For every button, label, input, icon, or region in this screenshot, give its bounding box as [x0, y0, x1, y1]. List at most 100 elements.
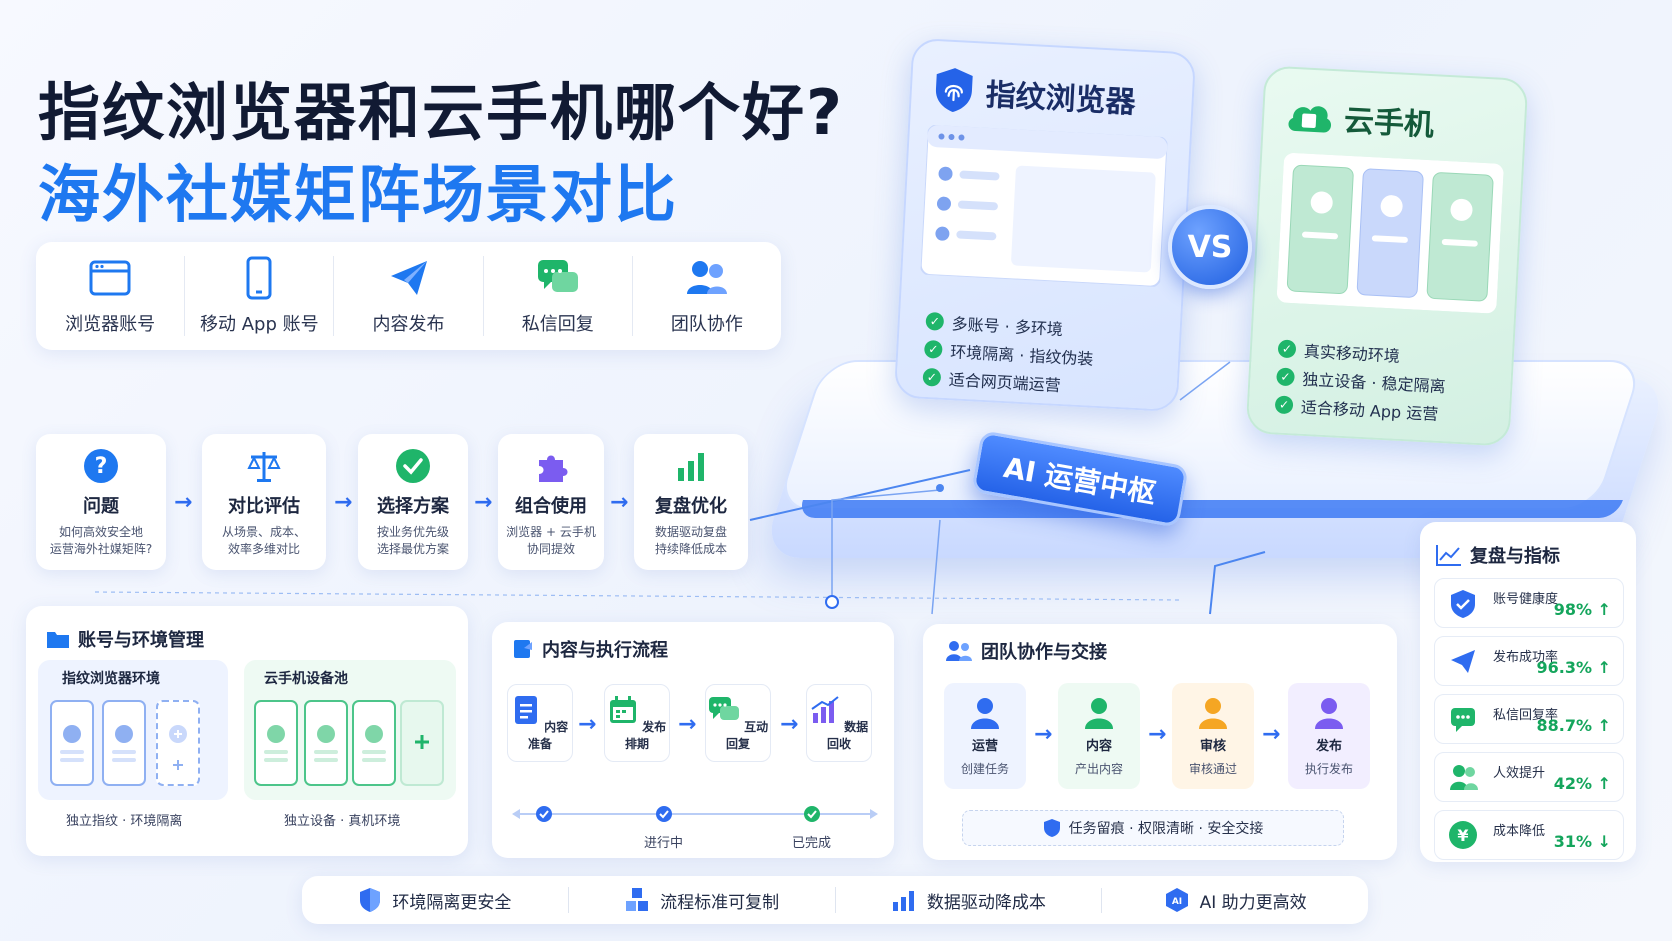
flow-arrow: → [334, 490, 353, 515]
step-title: 组合使用 [515, 496, 587, 517]
scenario-label: 团队协作 [670, 314, 743, 335]
flow-arrow: → [1034, 722, 1053, 747]
bar-chart-icon [678, 453, 704, 481]
benefit-item: AI AI 助力更高效 [1102, 887, 1368, 913]
user-icon [1315, 698, 1343, 729]
cloud-device-phone [304, 700, 348, 786]
shield-icon [1043, 819, 1060, 837]
metric-value: 98% ↑ [1553, 600, 1611, 619]
step-title: 对比评估 [228, 496, 300, 517]
trend-chart-icon [1436, 545, 1461, 566]
cloud-device-phone [254, 700, 298, 786]
add-browser-profile[interactable] [156, 700, 200, 786]
scenario-bar: 浏览器账号 移动 App 账号 内容发布 私信回复 团队协作 [36, 242, 781, 350]
vs-badge: VS [1168, 205, 1252, 289]
flow-arrow: → [610, 490, 629, 515]
scenario-label: 浏览器账号 [65, 314, 156, 335]
metric-account-health: 账号健康度 98% ↑ [1434, 578, 1624, 628]
browser-profile-phone [102, 700, 146, 786]
node-content-prep: 内容准备 [507, 684, 573, 762]
step-compare: 对比评估 从场景、成本、效率多维对比 [202, 434, 326, 570]
progress-completed: 已完成 [792, 836, 832, 851]
step-desc: 如何高效安全地运营海外社媒矩阵? [49, 525, 153, 556]
browser-window-mockup [920, 124, 1168, 288]
team-panel-header: 团队协作与交接 [945, 638, 1107, 664]
bar-chart-icon [892, 891, 914, 911]
metric-value: 42% ↑ [1553, 774, 1611, 793]
flow-arrow: → [1148, 722, 1167, 747]
browser-window-icon [89, 260, 131, 296]
step-combine: 组合使用 浏览器 + 云手机协同提效 [498, 434, 604, 570]
node-data-collect: 数据回收 [806, 684, 872, 762]
role-reviewer: 审核 审核通过 [1172, 683, 1254, 789]
ai-badge-icon: AI [1165, 888, 1188, 912]
scenario-label: 内容发布 [372, 314, 445, 335]
browser-profile-phone [50, 700, 94, 786]
metric-publish-success: 发布成功率 96.3% ↑ [1434, 636, 1624, 686]
role-content: 内容 产出内容 [1058, 683, 1140, 789]
balance-scale-icon [247, 452, 281, 482]
progress-track [512, 806, 878, 822]
page-title: 指纹浏览器和云手机哪个好? [38, 76, 844, 149]
scenario-label: 移动 App 账号 [200, 314, 319, 335]
svg-text:AI: AI [1171, 897, 1181, 907]
page-subtitle: 海外社媒矩阵场景对比 [38, 158, 679, 231]
document-icon [514, 640, 532, 658]
team-users-icon [1450, 765, 1478, 790]
user-icon [1199, 698, 1227, 729]
team-users-icon [686, 261, 727, 294]
user-icon [1085, 698, 1113, 729]
team-users-icon [946, 641, 972, 661]
role-publisher: 发布 执行发布 [1288, 683, 1370, 789]
step-desc: 从场景、成本、效率多维对比 [221, 525, 306, 556]
role-operator: 运营 创建任务 [944, 683, 1026, 789]
calendar-icon [609, 696, 636, 723]
puzzle-icon [539, 455, 568, 482]
node-publish-schedule: 发布排期 [604, 684, 670, 762]
step-review: 复盘优化 数据驱动复盘持续降低成本 [634, 434, 748, 570]
cloud-pool-caption: 独立设备 · 真机环境 [284, 814, 401, 829]
cloud-phone-icon [1288, 106, 1332, 133]
svg-text:?: ? [95, 454, 108, 479]
step-title: 选择方案 [377, 496, 449, 517]
content-panel-header: 内容与执行流程 [512, 636, 668, 662]
step-desc: 数据驱动复盘持续降低成本 [654, 525, 727, 556]
browser-env-caption: 独立指纹 · 环境隔离 [66, 814, 183, 829]
scenario-mobile-app-account: 移动 App 账号 [185, 256, 335, 336]
step-problem: ? 问题 如何高效安全地运营海外社媒矩阵? [36, 434, 166, 570]
mobile-phone-icon [246, 256, 272, 300]
flow-arrow: → [678, 712, 697, 737]
scenario-label: 私信回复 [521, 314, 594, 335]
document-icon [514, 696, 537, 724]
flow-arrow: → [578, 712, 597, 737]
step-title: 问题 [83, 496, 119, 517]
metric-value: 31% ↓ [1553, 832, 1611, 851]
scenario-content-publish: 内容发布 [334, 256, 484, 336]
benefit-item: 数据驱动降成本 [836, 887, 1103, 913]
step-desc: 浏览器 + 云手机协同提效 [506, 525, 596, 556]
paper-plane-icon [390, 261, 427, 295]
fingerprint-browser-card: 指纹浏览器 ✓多账号 · 多环境 ✓环境隔离 · 指纹伪装 ✓适合网页端运营 [893, 37, 1197, 413]
add-cloud-device[interactable] [400, 700, 444, 786]
metrics-header: 复盘与指标 [1436, 542, 1560, 568]
chat-bubble-icon [1451, 708, 1475, 732]
account-panel-header: 账号与环境管理 [46, 626, 204, 652]
browser-env-title: 指纹浏览器环境 [62, 671, 160, 687]
fingerprint-shield-icon [935, 68, 973, 113]
cloud-phones-mockup [1276, 152, 1504, 314]
yuan-coin-icon: ¥ [1449, 821, 1477, 849]
cubes-icon [626, 888, 649, 911]
progress-in-progress: 进行中 [644, 836, 684, 851]
question-icon: ? [84, 449, 118, 483]
chat-bubbles-icon [708, 697, 739, 720]
flow-arrow: → [780, 712, 799, 737]
cloud-pool-title: 云手机设备池 [264, 671, 348, 687]
cloud-device-phone [352, 700, 396, 786]
plus-icon [169, 725, 187, 770]
paper-plane-icon [1451, 650, 1475, 673]
scenario-dm-reply: 私信回复 [484, 256, 633, 336]
team-footer: 任务留痕 · 权限清晰 · 安全交接 [962, 810, 1344, 846]
node-interaction-reply: 互动回复 [705, 684, 771, 762]
metric-efficiency: 人效提升 42% ↑ [1434, 752, 1624, 802]
